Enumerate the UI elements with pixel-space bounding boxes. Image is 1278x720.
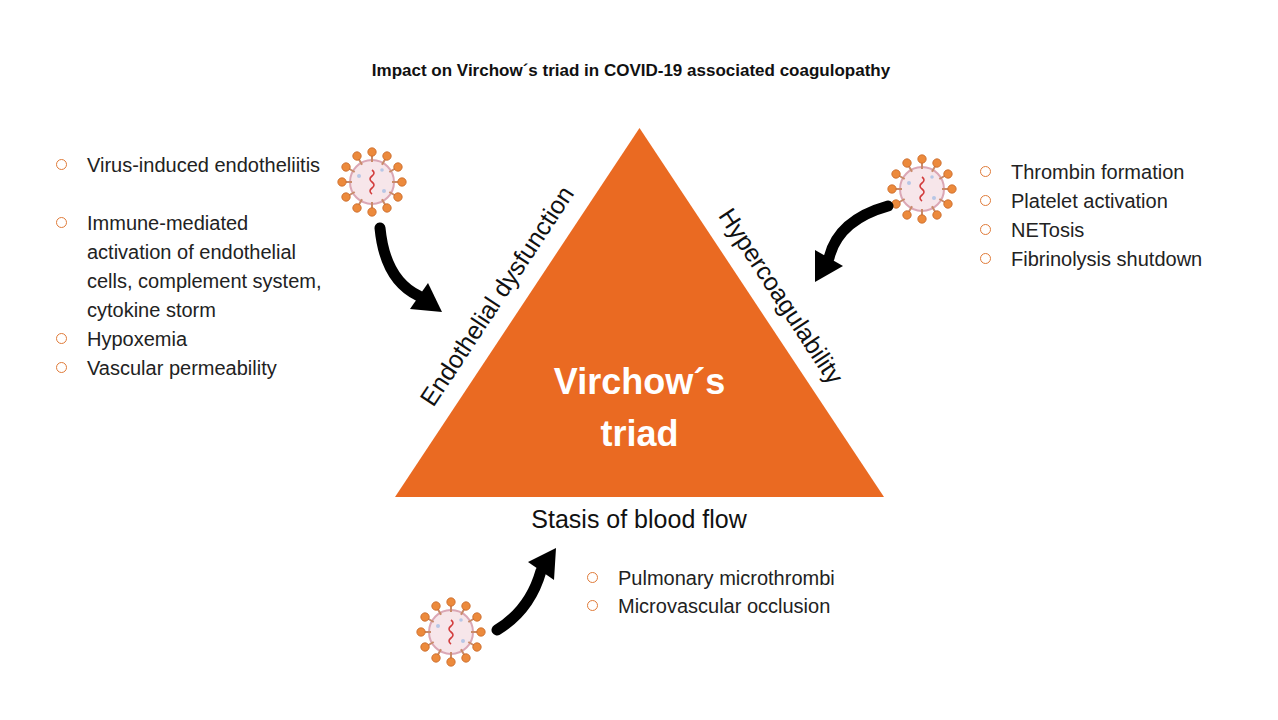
- arrow-head: [528, 548, 556, 580]
- list-bullet: [587, 572, 598, 583]
- list-bullet: [56, 159, 67, 170]
- list-bullet: [56, 362, 67, 373]
- curved-arrow: [380, 228, 419, 296]
- list-item: Pulmonary microthrombi: [618, 564, 918, 593]
- list-item: Immune-mediated activation of endothelia…: [87, 209, 337, 325]
- list-item: Fibrinolysis shutdown: [1011, 245, 1271, 274]
- virus-icon: [888, 155, 956, 223]
- list-item: Thrombin formation: [1011, 158, 1271, 187]
- list-item: Vascular permeability: [87, 354, 337, 383]
- node-title: Virchow´s triad: [530, 356, 750, 460]
- list-bullet: [980, 166, 991, 177]
- list-bullet: [980, 253, 991, 264]
- list-bullet: [56, 333, 67, 344]
- list-bullet: [980, 195, 991, 206]
- side-label: Stasis of blood flow: [531, 505, 746, 534]
- list-bullet: [587, 600, 598, 611]
- list-item: Microvascular occlusion: [618, 592, 918, 621]
- curved-arrow: [497, 571, 541, 630]
- list-bullet: [980, 224, 991, 235]
- triangle-fill: [395, 128, 884, 497]
- virus-icon: [338, 148, 406, 216]
- arrow-head: [815, 250, 843, 282]
- diagram-title: Impact on Virchow´s triad in COVID-19 as…: [0, 61, 1262, 81]
- list-item: Virus-induced endotheliitis: [87, 151, 337, 180]
- virus-icon: [417, 598, 485, 666]
- arrow-head: [410, 283, 442, 312]
- list-item: Platelet activation: [1011, 187, 1271, 216]
- list-item: NETosis: [1011, 216, 1271, 245]
- list-item: Hypoxemia: [87, 325, 337, 354]
- curved-arrow: [829, 206, 888, 258]
- list-bullet: [56, 217, 67, 228]
